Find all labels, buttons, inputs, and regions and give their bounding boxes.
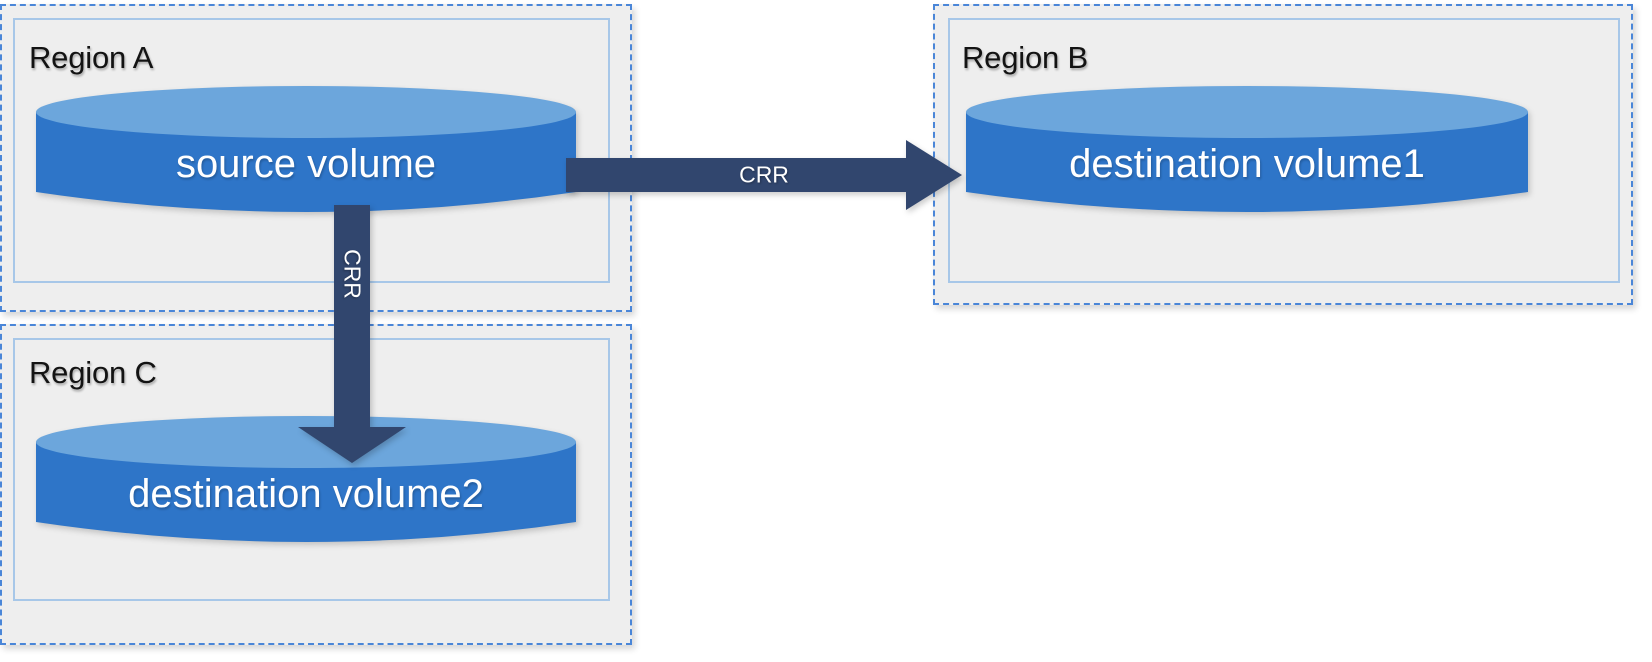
region-c-label: Region C: [29, 355, 157, 390]
arrow-right-icon: [566, 140, 962, 210]
source-volume-cylinder[interactable]: source volume: [32, 82, 580, 222]
cylinder-shape: [36, 86, 576, 212]
crr-arrow-a-to-c[interactable]: CRR: [298, 205, 406, 463]
arrow-down-icon: [298, 205, 406, 463]
destination-volume-1-cylinder[interactable]: destination volume1: [962, 82, 1532, 222]
cylinder-shape: [36, 416, 576, 542]
crr-arrow-a-to-b[interactable]: CRR: [566, 140, 962, 210]
region-b-label: Region B: [962, 40, 1088, 75]
region-a-label: Region A: [29, 40, 154, 75]
cylinder-shape: [966, 86, 1528, 212]
